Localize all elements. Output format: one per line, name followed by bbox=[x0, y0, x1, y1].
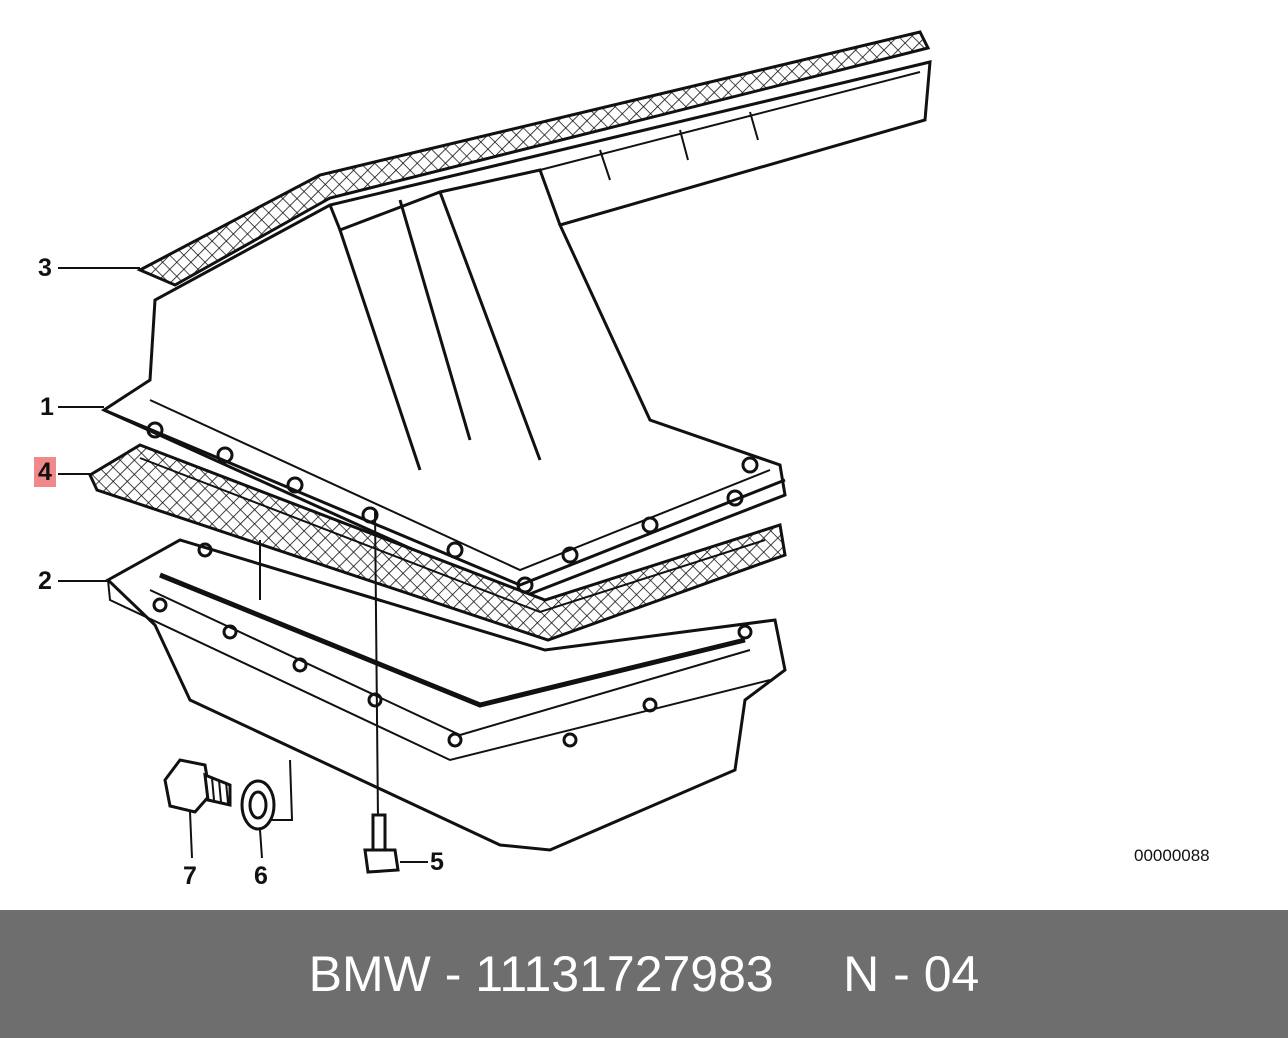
callout-3: 3 bbox=[38, 254, 52, 282]
callout-5: 5 bbox=[430, 848, 444, 876]
footer-bar: BMW - 11131727983 N - 04 bbox=[0, 910, 1288, 1038]
callout-2: 2 bbox=[38, 567, 52, 595]
drain-plug-part-7 bbox=[163, 758, 232, 859]
drawing-number: 00000088 bbox=[1134, 846, 1210, 865]
part-number-caption: BMW - 11131727983 N - 04 bbox=[308, 946, 980, 1002]
callout-leader-lines bbox=[58, 267, 428, 863]
callout-1: 1 bbox=[40, 393, 54, 421]
oil-sump-part-2 bbox=[105, 538, 787, 852]
lower-gasket-part-4 bbox=[88, 443, 787, 642]
oil-pan-assembly-drawing bbox=[58, 30, 932, 874]
upper-gasket-part-3 bbox=[136, 30, 931, 287]
callout-7: 7 bbox=[183, 862, 197, 890]
callout-4-highlighted: 4 bbox=[34, 457, 56, 487]
seal-washer-part-6 bbox=[240, 779, 276, 859]
bolt-part-5 bbox=[363, 509, 400, 874]
callout-6: 6 bbox=[254, 862, 268, 890]
exploded-parts-diagram: 3 1 4 2 5 6 7 00000088 bbox=[34, 30, 1210, 890]
